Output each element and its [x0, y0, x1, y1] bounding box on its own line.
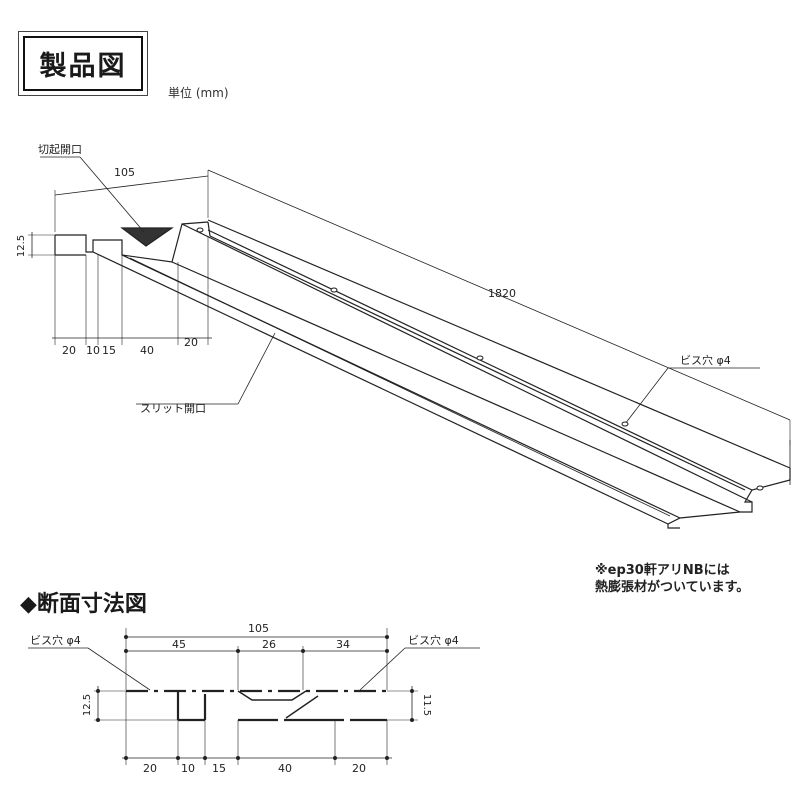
iso-view	[28, 156, 791, 529]
iso-top-back-edge	[207, 219, 791, 469]
screw-hole-icon	[621, 421, 629, 427]
sec-kirioki-v	[237, 690, 307, 701]
title-box: 製品図	[18, 31, 148, 96]
unit-label: 単位 (mm)	[168, 86, 229, 100]
screw-hole-icon	[756, 485, 764, 491]
iso-inner-edge	[209, 235, 746, 491]
iso-top-front-edge	[181, 223, 753, 503]
iso-callout-slit: スリット開口	[140, 402, 206, 415]
sec-top-dim-0: 45	[172, 638, 186, 651]
sec-bottom-dim-1: 10	[181, 762, 195, 775]
iso-bottom-edge-a	[92, 251, 669, 525]
iso-bottom-dim-3: 40	[140, 344, 154, 357]
drawing-title: 製品図	[23, 36, 143, 91]
iso-dim-width: 105	[114, 166, 135, 179]
iso-kirioki-leader	[79, 156, 145, 233]
sec-bottom-dim-3: 40	[278, 762, 292, 775]
screw-hole-icon	[196, 227, 204, 233]
iso-bottom-dim-0: 20	[62, 344, 76, 357]
sec-bottom-dim-4: 20	[352, 762, 366, 775]
iso-dim-length: 1820	[488, 287, 516, 300]
iso-slit-line	[129, 257, 671, 517]
iso-slit-leader	[237, 332, 276, 405]
sec-dim-ticks	[96, 635, 414, 760]
iso-bottom-dim-2: 15	[102, 344, 116, 357]
iso-kirioki-opening	[120, 227, 174, 247]
iso-end-profile	[55, 221, 209, 263]
sec-screw-right: ビス穴 φ4	[408, 633, 459, 647]
iso-dim-1820-line	[207, 169, 791, 421]
iso-dim-105-line	[54, 175, 209, 196]
screw-hole-icon	[330, 287, 338, 293]
sec-dim-right-height: 11.5	[421, 694, 432, 716]
iso-bottom-dim-4: 20	[184, 336, 198, 349]
sec-screw-left-leader	[87, 647, 151, 691]
sec-screw-left: ビス穴 φ4	[30, 633, 81, 647]
section-view	[28, 628, 480, 765]
sec-dim-left-height: 12.5	[82, 694, 93, 716]
iso-far-end	[667, 468, 791, 529]
sec-screw-right-leader	[359, 647, 406, 691]
sec-dim-total: 105	[248, 622, 269, 635]
iso-callout-screw: ビス穴 φ4	[680, 353, 731, 367]
sec-bottom-dim-2: 15	[212, 762, 226, 775]
sec-slit-flap	[285, 695, 319, 719]
sec-bottom-dim-0: 20	[143, 762, 157, 775]
iso-dim-height: 12.5	[16, 235, 27, 257]
iso-screw-leader	[624, 367, 669, 425]
note-line-1: ※ep30軒アリNBには	[595, 563, 730, 578]
sec-top-dim-2: 34	[336, 638, 350, 651]
iso-flange-edge	[171, 261, 741, 513]
iso-bottom-dim-1: 10	[86, 344, 100, 357]
thermal-note: ※ep30軒アリNBには 熱膨張材がついています。	[595, 562, 749, 596]
section-title: ◆断面寸法図	[20, 592, 147, 617]
iso-screw-holes	[196, 227, 764, 491]
iso-callout-kirioki: 切起開口	[38, 143, 82, 156]
sec-top-dim-1: 26	[262, 638, 276, 651]
note-line-2: 熱膨張材がついています。	[595, 580, 750, 595]
screw-hole-icon	[476, 355, 484, 361]
